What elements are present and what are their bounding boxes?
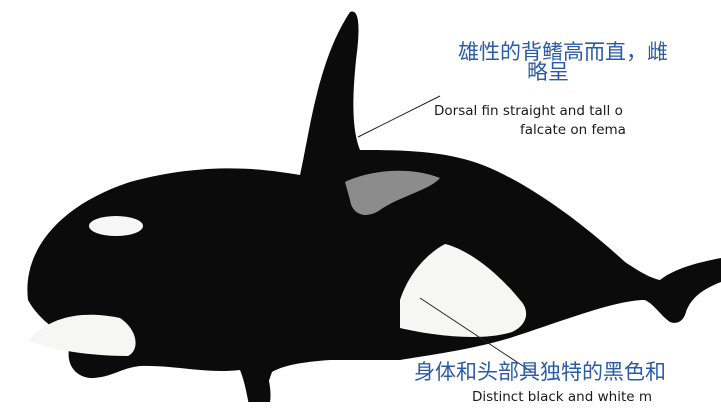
flank-patch [400, 244, 527, 337]
fin-label-en-line2: falcate on fema [520, 122, 626, 138]
fin-label-zh-line1: 雄性的背鳍高而直，雌 [458, 40, 668, 64]
saddle-patch [345, 170, 440, 215]
body-leader-line [419, 297, 533, 373]
fin-label-en-line1: Dorsal fin straight and tall o [434, 103, 623, 119]
throat-patch [28, 314, 136, 356]
fin-label-zh-line2: 略呈 [527, 60, 569, 84]
eye-patch [89, 216, 143, 236]
pectoral-fin [236, 360, 271, 402]
body-label-en-line1: Distinct black and white m [472, 389, 652, 405]
fin-leader-line [357, 95, 441, 138]
body-label-zh-line1: 身体和头部具独特的黑色和 [414, 360, 666, 384]
